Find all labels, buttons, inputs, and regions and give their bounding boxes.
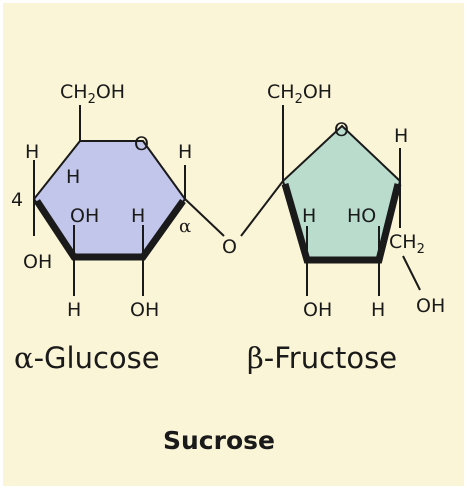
glucose-ring-oxygen: O	[134, 133, 149, 155]
glucose-h-inner-left: H	[66, 166, 80, 188]
glucose-h-bottom: H	[67, 299, 81, 321]
fructose-oh-side: OH	[416, 295, 445, 317]
fructose-ho-inner: HO	[347, 205, 376, 227]
diagram-title: Sucrose	[163, 426, 275, 455]
glucose-anomeric-label: α	[179, 216, 191, 237]
fructose-h-inner-left: H	[302, 205, 316, 227]
fructose-ch2: CH2	[389, 231, 425, 257]
fructose-ring-oxygen: O	[334, 119, 349, 141]
fructose-ch2-oh-bond	[402, 255, 421, 291]
fructose-h-right: H	[394, 125, 408, 147]
fructose-name: β-Fructose	[247, 341, 397, 375]
fructose-ch2oh: CH2OH	[267, 81, 332, 107]
fructose-oh-bottom: OH	[303, 299, 332, 321]
glucose-ring	[32, 140, 187, 260]
glucose-oh-bottom: OH	[130, 299, 159, 321]
glycosidic-oxygen: O	[222, 236, 237, 258]
glucose-h-inner-right: H	[131, 205, 145, 227]
glycosidic-bond-right	[240, 180, 284, 237]
glucose-front-edge	[34, 198, 186, 261]
glucose-h-upper-left: H	[25, 141, 39, 163]
glucose-oh-left: OH	[23, 251, 52, 273]
glucose-ch2oh: CH2OH	[60, 81, 125, 107]
glucose-carbon-number: 4	[11, 189, 23, 211]
glucose-name: α-Glucose	[14, 341, 160, 375]
glucose-oh-inner: OH	[70, 205, 99, 227]
glucose-h-right: H	[178, 141, 192, 163]
fructose-front-edge	[281, 183, 402, 264]
glycosidic-bond-left	[184, 198, 225, 237]
fructose-h-bottom: H	[371, 299, 385, 321]
